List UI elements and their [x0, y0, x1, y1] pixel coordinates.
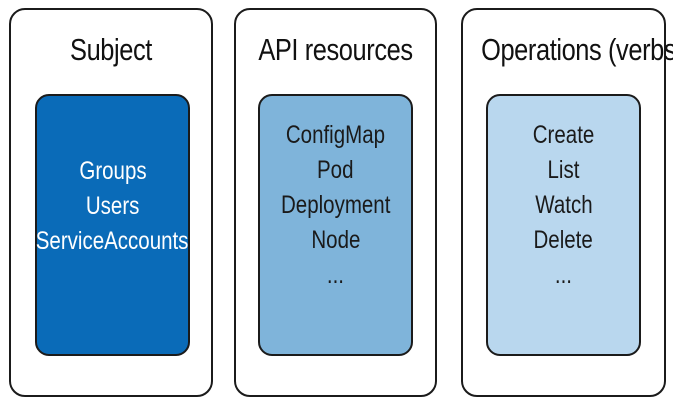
subject-item-serviceaccounts: ServiceAccounts [36, 227, 189, 255]
operations-panel: Operations (verbs) Create List Watch Del… [461, 8, 673, 397]
api-item-deployment: Deployment [280, 191, 391, 219]
api-item-pod: Pod [317, 156, 354, 184]
verb-item-create: Create [532, 121, 595, 149]
subject-panel-title: Subject [70, 32, 152, 67]
verb-item-list: List [547, 156, 580, 184]
verb-item-ellipsis: ... [554, 261, 573, 289]
api-resources-panel: API resources ConfigMap Pod Deployment N… [234, 8, 437, 397]
api-item-configmap: ConfigMap [285, 121, 386, 149]
api-resources-inner-box: ConfigMap Pod Deployment Node ... [258, 94, 413, 356]
operations-inner-box: Create List Watch Delete ... [486, 94, 641, 356]
subject-item-users: Users [85, 192, 140, 220]
subject-inner-box: Groups Users ServiceAccounts [35, 94, 190, 356]
subject-panel: Subject Groups Users ServiceAccounts [9, 8, 213, 397]
verb-item-delete: Delete [533, 226, 594, 254]
operations-panel-title: Operations (verbs) [481, 32, 673, 67]
api-item-ellipsis: ... [326, 261, 345, 289]
verb-item-watch: Watch [534, 191, 593, 219]
api-resources-panel-title: API resources [258, 32, 413, 67]
api-item-node: Node [310, 226, 360, 254]
subject-item-groups: Groups [78, 157, 147, 185]
